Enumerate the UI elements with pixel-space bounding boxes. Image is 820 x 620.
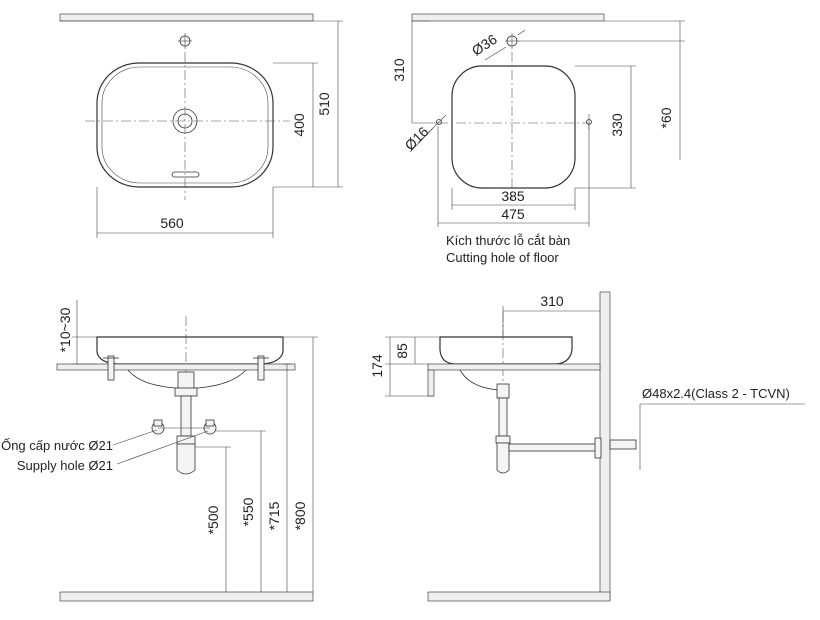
dim-height-550: *550 [240,497,256,526]
dim-height-715: *715 [266,501,282,530]
dim-side-offset-310: 310 [540,293,564,309]
dim-hole-16: Ø16 [401,123,431,153]
top-view: 560 400 510 [59,13,343,238]
dim-side-174: 174 [369,354,385,378]
dim-hole-36: Ø36 [469,31,500,59]
counter-slab-front [56,363,296,371]
basin-side-profile [439,336,573,365]
label-drain-pipe: Ø48x2.4(Class 2 - TCVN) [642,386,790,401]
dim-cut-width-385: 385 [501,188,525,204]
cutout-view: Ø36 Ø16 310 330 *60 385 [391,13,685,265]
dim-depth-400: 400 [291,113,307,137]
floor-slab-side [427,591,611,602]
dim-tap-distance-60: *60 [658,107,674,128]
dim-height-500: *500 [205,505,221,534]
dim-outer-width-475: 475 [501,206,525,222]
dim-tap-offset-310: 310 [391,58,407,82]
counter-slab-side [427,363,601,371]
basin-front-profile [96,336,284,365]
dim-rim-height: *10~30 [57,307,73,352]
caption-english: Cutting hole of floor [446,250,559,265]
wall-section [599,291,611,601]
side-view: 310 85 174 Ø48x2.4(Class 2 - TCVN) [369,291,805,602]
dim-width-560: 560 [160,215,184,231]
label-supply-vi: Ống cấp nước Ø21 [1,438,113,453]
dim-depth-510: 510 [316,92,332,116]
cutout-outline [451,65,576,189]
counter-slab-top-right [411,13,605,22]
caption-vietnamese: Kích thước lỗ cắt bàn [446,233,570,248]
dim-cut-depth-330: 330 [609,113,625,137]
counter-slab-top [59,13,314,22]
floor-slab-front [59,591,314,602]
dim-height-800: *800 [292,501,308,530]
dim-side-85: 85 [394,343,410,359]
label-supply-en: Supply hole Ø21 [17,458,113,473]
front-view: Ống cấp nước Ø21 Supply hole Ø21 *10~30 … [1,300,318,602]
